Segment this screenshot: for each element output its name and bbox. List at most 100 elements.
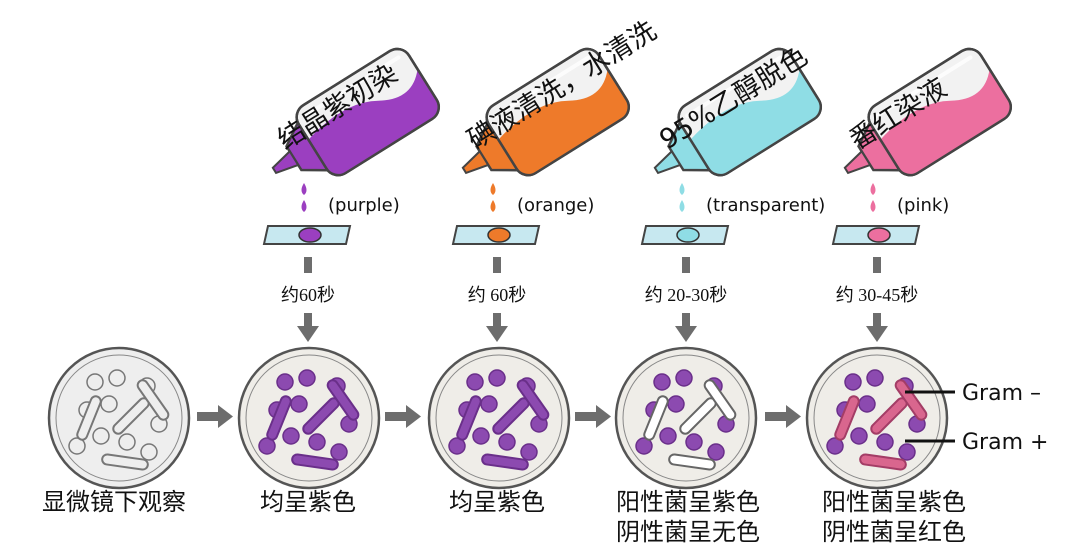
coccus: [466, 373, 484, 391]
coccus: [282, 427, 300, 445]
dropper-bottle: [461, 47, 630, 177]
result-caption-2: 均呈紫色: [260, 487, 356, 517]
drop: [490, 183, 496, 195]
coccus: [276, 373, 294, 391]
flow-arrow: [575, 405, 611, 428]
arrow-stem: [493, 313, 501, 327]
reagent-step-2: 碘液清洗，水清洗(orange)约 60秒: [451, 15, 662, 342]
coccus: [498, 433, 516, 451]
result-caption-4: 阳性菌呈紫色阴性菌呈无色: [616, 487, 760, 547]
arrow-stem: [873, 313, 881, 327]
coccus: [635, 437, 653, 455]
coccus: [290, 395, 308, 413]
step-time: 约 30-45秒: [836, 285, 919, 305]
flow-arrow: [197, 405, 233, 428]
arrow-stem: [304, 313, 312, 327]
sample-spot: [867, 227, 891, 243]
coccus: [858, 395, 876, 413]
dropper-bottle: [843, 47, 1012, 177]
reagent-color-label: (purple): [328, 195, 400, 216]
drop: [301, 200, 307, 212]
down-arrow-head: [866, 326, 888, 342]
petri-dish-4: [614, 346, 758, 490]
reagent-step-3: 95%乙醇脱色(transparent)约 20-30秒: [640, 41, 825, 342]
drop: [301, 183, 307, 195]
reagent-color-label: (pink): [897, 195, 949, 216]
down-arrow-head: [675, 326, 697, 342]
coccus: [330, 443, 348, 461]
reagent-step-4: 番红染液(pink)约 30-45秒: [831, 47, 1012, 342]
down-arrow-head: [486, 326, 508, 342]
drop: [870, 183, 876, 195]
coccus: [472, 427, 490, 445]
coccus: [707, 443, 725, 461]
down-arrow-head: [297, 326, 319, 342]
arrow-stem: [682, 313, 690, 327]
result-caption-line: 均呈紫色: [260, 488, 356, 516]
coccus: [108, 369, 126, 387]
coccus: [667, 395, 685, 413]
sample-spot: [298, 227, 322, 243]
coccus: [92, 427, 110, 445]
coccus: [685, 433, 703, 451]
coccus: [866, 369, 884, 387]
petri-dish-5: [805, 346, 949, 490]
result-caption-line: 阴性菌呈无色: [616, 518, 760, 546]
coccus: [308, 433, 326, 451]
coccus: [850, 427, 868, 445]
coccus: [488, 369, 506, 387]
petri-dish-2: [237, 346, 381, 490]
coccus: [258, 437, 276, 455]
coccus: [68, 437, 86, 455]
coccus: [659, 427, 677, 445]
result-caption-line: 均呈紫色: [449, 488, 545, 516]
arrow-stem: [304, 257, 312, 273]
coccus: [480, 395, 498, 413]
gram-negative-label: Gram –: [962, 381, 1041, 406]
sample-spot: [487, 227, 511, 243]
step-time: 约 20-30秒: [645, 285, 728, 305]
coccus: [448, 437, 466, 455]
drop: [490, 200, 496, 212]
flow-arrow: [385, 405, 421, 428]
coccus: [898, 443, 916, 461]
coccus: [653, 373, 671, 391]
dropper-bottle: [653, 47, 822, 177]
drop: [679, 183, 685, 195]
coccus: [826, 437, 844, 455]
drop: [679, 200, 685, 212]
arrow-stem: [873, 257, 881, 273]
drop: [870, 200, 876, 212]
step-time: 约60秒: [281, 285, 335, 305]
result-caption-line: 阳性菌呈紫色: [616, 488, 760, 516]
result-caption-5: 阳性菌呈紫色阴性菌呈红色: [822, 487, 966, 547]
petri-dish-1: [47, 346, 191, 490]
reagent-color-label: (orange): [517, 195, 594, 216]
flow-arrow: [765, 405, 801, 428]
result-caption-line: 阴性菌呈红色: [822, 518, 966, 546]
coccus: [118, 433, 136, 451]
coccus: [876, 433, 894, 451]
reagent-color-label: (transparent): [706, 195, 825, 216]
result-caption-1: 显微镜下观察: [42, 487, 186, 517]
coccus: [520, 443, 538, 461]
sample-spot: [676, 227, 700, 243]
result-caption-line: 阳性菌呈紫色: [822, 488, 966, 516]
coccus: [140, 443, 158, 461]
coccus: [675, 369, 693, 387]
coccus: [844, 373, 862, 391]
arrow-stem: [682, 257, 690, 273]
petri-dish-3: [427, 346, 571, 490]
result-caption-3: 均呈紫色: [449, 487, 545, 517]
dropper-bottle: [271, 47, 440, 177]
result-caption-line: 显微镜下观察: [42, 488, 186, 516]
step-time: 约 60秒: [468, 285, 527, 305]
reagent-step-1: 结晶紫初染(purple)约60秒: [262, 47, 440, 342]
gram-legend: Gram – Gram +: [905, 381, 1048, 455]
coccus: [86, 373, 104, 391]
gram-positive-label: Gram +: [962, 430, 1048, 455]
coccus: [100, 395, 118, 413]
arrow-stem: [493, 257, 501, 273]
coccus: [298, 369, 316, 387]
